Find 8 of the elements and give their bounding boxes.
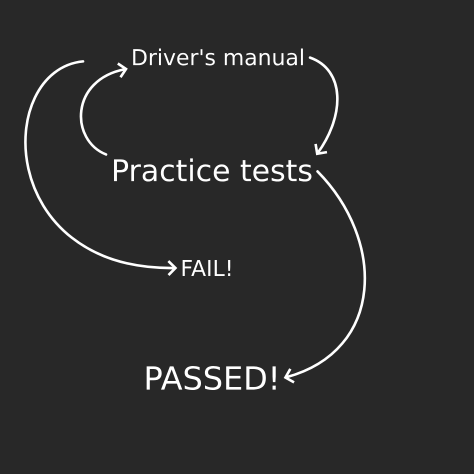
arrow [80, 62, 128, 156]
arrow [308, 56, 339, 156]
arrow [284, 170, 366, 384]
handwritten-label: Practice tests [114, 158, 312, 182]
handwritten-label: Driver's manual [133, 48, 303, 66]
arrow [24, 60, 178, 276]
handwritten-label: PASSED! [146, 366, 276, 390]
handwritten-label: FAIL! [182, 260, 230, 276]
